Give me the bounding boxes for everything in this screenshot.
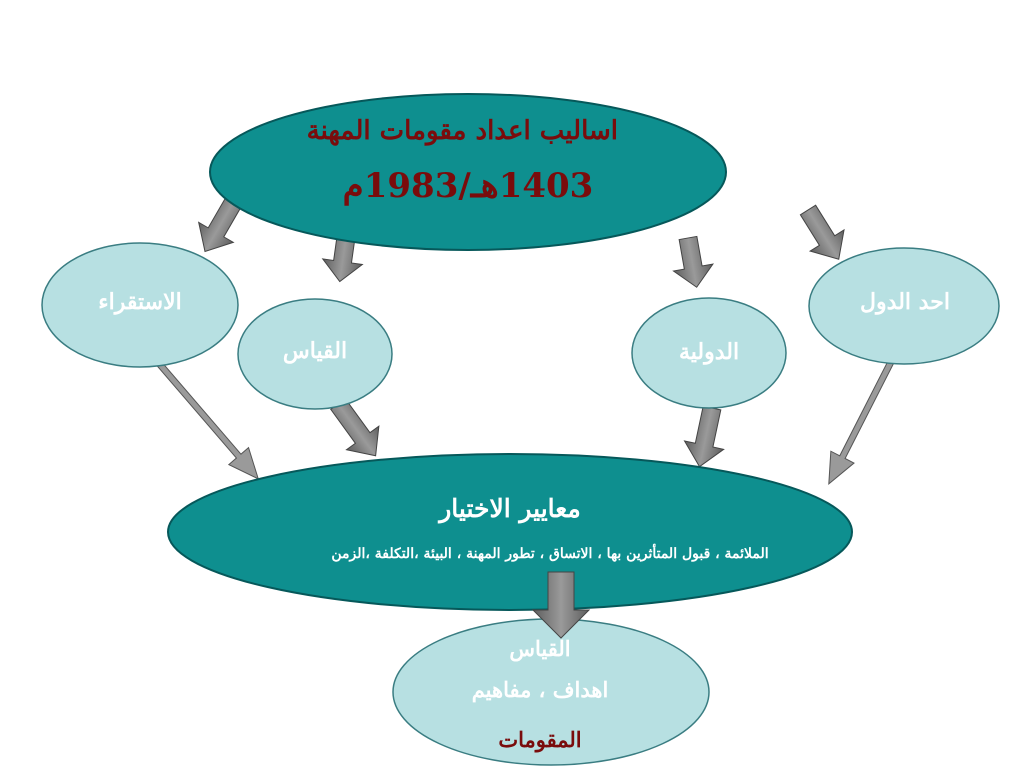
international-ellipse bbox=[631, 297, 787, 409]
block-arrow bbox=[683, 405, 725, 468]
analogy-ellipse bbox=[237, 298, 393, 410]
block-arrow bbox=[672, 235, 715, 288]
one-country-ellipse bbox=[808, 247, 1000, 365]
criteria-title: معايير الاختيار bbox=[439, 494, 581, 523]
block-arrow bbox=[330, 398, 380, 457]
thin-arrow bbox=[828, 349, 900, 485]
block-arrow bbox=[531, 571, 591, 639]
analogy-label: القياس bbox=[282, 338, 348, 364]
induction-label: الاستقراء bbox=[98, 289, 182, 315]
block-arrow bbox=[799, 204, 845, 260]
methods-ellipse bbox=[209, 93, 727, 251]
result-line-2: اهداف ، مفاهيم bbox=[471, 677, 609, 702]
one-country-label: احد الدول bbox=[860, 289, 950, 315]
result-line-1: القياس bbox=[509, 636, 571, 661]
criteria-items: الملائمة ، قبول المتأثرين بها ، الاتساق … bbox=[331, 546, 769, 562]
international-label: الدولية bbox=[678, 339, 740, 365]
thin-arrow bbox=[147, 350, 260, 480]
induction-ellipse bbox=[41, 242, 239, 368]
methods-date: 1403هـ/1983م bbox=[342, 166, 594, 206]
methods-title: اساليب اعداد مقومات المهنة bbox=[306, 116, 618, 146]
criteria-ellipse bbox=[167, 453, 853, 611]
result-line-3: المقومات bbox=[498, 727, 582, 752]
